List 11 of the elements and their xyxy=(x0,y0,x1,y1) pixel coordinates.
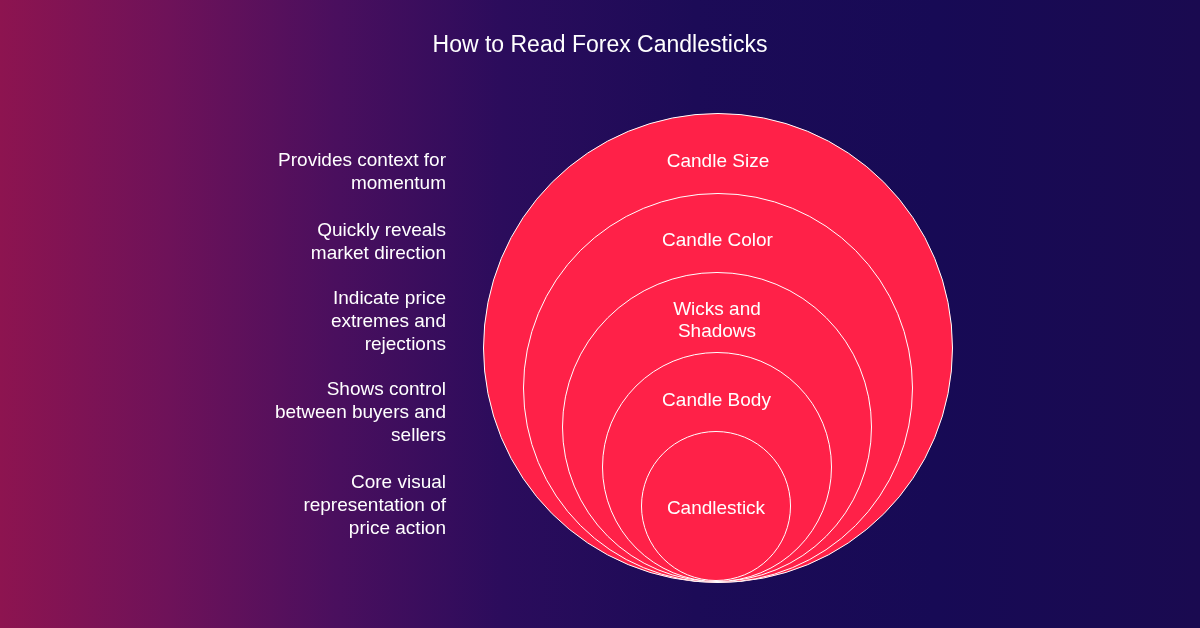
circle-label: Wicks and Shadows xyxy=(672,297,762,342)
description-text: Shows control between buyers and sellers xyxy=(273,377,446,446)
circle-label: Candle Body xyxy=(662,389,771,411)
circle-label: Candle Color xyxy=(662,229,773,251)
description-text: Quickly reveals market direction xyxy=(309,218,446,264)
circle-label: Candlestick xyxy=(666,496,766,519)
description-text: Core visual representation of price action xyxy=(302,470,446,539)
circle-label: Candle Size xyxy=(666,149,770,172)
description-text: Indicate price extremes and rejections xyxy=(329,286,446,355)
description-text: Provides context for momentum xyxy=(277,148,446,194)
diagram-title: How to Read Forex Candlesticks xyxy=(432,30,768,58)
